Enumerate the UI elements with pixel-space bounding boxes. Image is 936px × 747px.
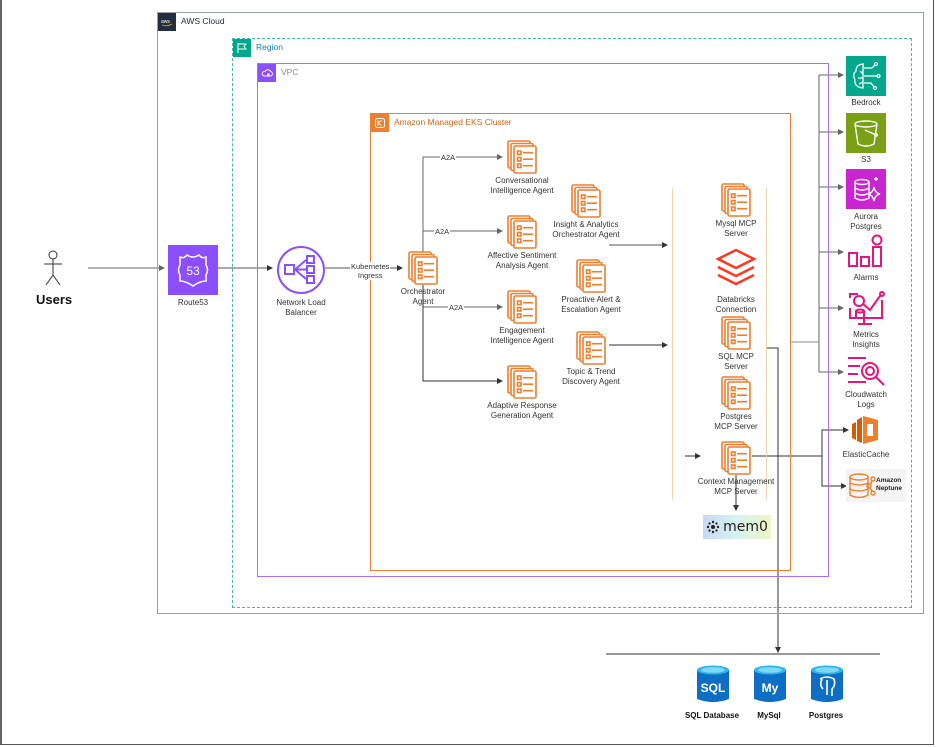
aurora-database-icon xyxy=(854,177,881,202)
aws-logo-icon: aws xyxy=(158,13,176,31)
insight-agent-icon[interactable] xyxy=(571,184,601,223)
aws-cloud-group: aws AWS Cloud xyxy=(157,12,924,614)
mem0-logo-icon xyxy=(706,520,720,534)
s3-node[interactable] xyxy=(846,113,886,153)
context-mcp-server-icon[interactable] xyxy=(721,441,751,480)
region-group: Region xyxy=(232,38,912,608)
s3-bucket-icon xyxy=(854,120,878,147)
mem0-node[interactable]: mem0 xyxy=(703,515,771,539)
mysql-mcp-server-icon[interactable] xyxy=(721,183,751,222)
s3-label: S3 xyxy=(861,155,871,164)
conversational-agent-icon[interactable] xyxy=(507,140,537,179)
metrics-insights-icon[interactable] xyxy=(844,288,888,328)
mcp-servers-group xyxy=(672,188,767,500)
edge-label-a2a-2: A2A xyxy=(434,227,451,236)
postgres-database-label: Postgres xyxy=(808,711,844,720)
flag-icon xyxy=(233,39,251,57)
eks-label: Amazon Managed EKS Cluster xyxy=(394,117,512,127)
eks-cluster-group: Amazon Managed EKS Cluster xyxy=(370,113,791,571)
route53-label: Route53 xyxy=(177,298,209,307)
bedrock-node[interactable] xyxy=(846,56,886,96)
eks-icon xyxy=(371,114,389,132)
proactive-agent-icon[interactable] xyxy=(576,259,606,298)
user-actor-icon xyxy=(44,250,62,286)
network-load-balancer-icon[interactable] xyxy=(276,245,326,295)
engagement-agent-icon[interactable] xyxy=(507,290,537,329)
affective-agent-icon[interactable] xyxy=(507,215,537,254)
vpc-label: VPC xyxy=(281,67,299,77)
sql-database-label: SQL Database xyxy=(684,711,740,720)
aurora-node[interactable] xyxy=(846,169,886,209)
elasticache-icon[interactable] xyxy=(850,414,882,446)
databricks-icon[interactable] xyxy=(715,248,757,288)
topic-agent-icon[interactable] xyxy=(576,331,606,370)
alarms-icon[interactable] xyxy=(846,233,886,269)
bedrock-brain-icon xyxy=(853,61,881,91)
svg-text:53: 53 xyxy=(186,264,200,278)
vpc-group: VPC xyxy=(257,63,829,577)
orchestrator-agent-icon[interactable] xyxy=(408,251,438,290)
postgres-mcp-server-icon[interactable] xyxy=(721,376,751,415)
edge-label-a2a-1: A2A xyxy=(440,153,457,162)
bedrock-label: Bedrock xyxy=(851,98,881,107)
mem0-label: mem0 xyxy=(723,519,768,535)
svg-text:My: My xyxy=(762,681,779,695)
sql-database-icon[interactable]: SQL xyxy=(696,665,730,705)
vpc-cloud-icon xyxy=(258,64,276,82)
sql-mcp-server-icon[interactable] xyxy=(721,316,751,355)
elasticache-label: ElasticCache xyxy=(842,450,890,459)
edge-label-a2a-3: A2A xyxy=(448,303,465,312)
aws-cloud-label: AWS Cloud xyxy=(181,16,225,26)
region-label: Region xyxy=(256,42,283,52)
proactive-agent-label: Proactive Alert &Escalation Agent xyxy=(561,295,621,314)
svg-text:SQL: SQL xyxy=(701,681,726,695)
alarms-label: Alarms xyxy=(853,273,879,282)
neptune-icon xyxy=(849,473,876,499)
mysql-database-label: MySql xyxy=(757,711,781,720)
route53-shield-icon: 53 xyxy=(177,253,209,287)
adaptive-agent-icon[interactable] xyxy=(507,365,537,404)
route53-node[interactable]: 53 xyxy=(168,245,218,295)
users-label: Users xyxy=(36,292,73,307)
postgres-database-icon[interactable] xyxy=(810,665,844,705)
svg-text:aws: aws xyxy=(161,19,170,25)
cloudwatch-logs-icon[interactable] xyxy=(846,354,888,390)
mysql-database-icon[interactable]: My xyxy=(753,665,787,705)
